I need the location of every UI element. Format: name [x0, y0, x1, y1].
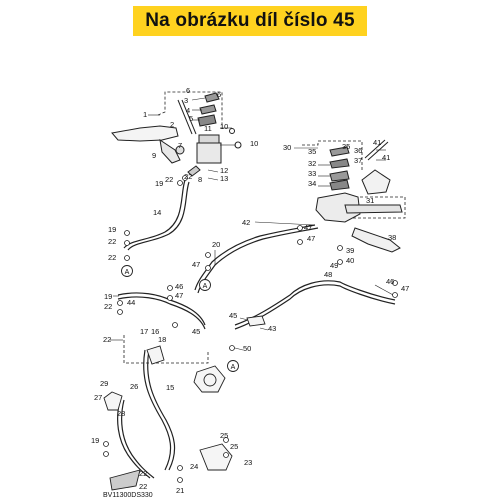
- callout-22: 22: [165, 175, 173, 184]
- callout-12: 12: [220, 166, 228, 175]
- callout-22d: 22: [108, 253, 116, 262]
- callout-22c: 22: [108, 237, 116, 246]
- brake-hoses: [117, 179, 396, 479]
- callout-3: 3: [184, 96, 188, 105]
- callout-6: 6: [186, 86, 190, 95]
- callout-24: 24: [190, 462, 198, 471]
- callout-1: 1: [143, 110, 147, 119]
- rear-master-cylinder: [315, 139, 403, 253]
- callout-31: 31: [366, 196, 374, 205]
- callout-33: 33: [308, 169, 316, 178]
- callout-23: 23: [244, 458, 252, 467]
- callout-50: 50: [243, 344, 251, 353]
- title-banner: Na obrázku díl číslo 45: [133, 6, 367, 36]
- callout-19d: 19: [91, 436, 99, 445]
- callout-48: 48: [324, 270, 332, 279]
- hardware: [103, 315, 266, 491]
- leader-lines: [110, 97, 396, 351]
- callout-39: 39: [346, 246, 354, 255]
- callout-46b: 46: [386, 277, 394, 286]
- callout-43: 43: [268, 324, 276, 333]
- callout-47b: 47: [192, 260, 200, 269]
- callout-15: 15: [166, 383, 174, 392]
- callout-6b: 6: [217, 90, 221, 99]
- callout-47d: 47: [401, 284, 409, 293]
- callout-25: 25: [220, 431, 228, 440]
- ref-circle-a-3: A: [227, 360, 239, 372]
- callout-5: 5: [189, 114, 193, 123]
- callout-9: 9: [152, 151, 156, 160]
- callout-34: 34: [308, 179, 316, 188]
- callout-25b: 25: [230, 442, 238, 451]
- callout-44: 44: [127, 298, 135, 307]
- callout-21: 21: [176, 486, 184, 495]
- callout-22e: 22: [104, 302, 112, 311]
- callout-35b: 35: [342, 142, 350, 151]
- callout-13: 13: [220, 174, 228, 183]
- group-box-rear-master: [302, 140, 406, 219]
- callout-37: 37: [354, 156, 362, 165]
- callout-18: 18: [158, 335, 166, 344]
- callout-32: 32: [308, 159, 316, 168]
- svg-text:A: A: [231, 364, 236, 371]
- callout-41: 41: [373, 138, 381, 147]
- callout-14: 14: [153, 208, 161, 217]
- callout-labels: 1 2 3 4 5 6 6 7 8 9 10 10 11 12 13 14 15…: [91, 86, 409, 495]
- callout-35: 35: [308, 147, 316, 156]
- group-box-front-master: [157, 91, 223, 128]
- callout-40: 40: [346, 256, 354, 265]
- callout-4: 4: [186, 106, 190, 115]
- callout-10: 10: [220, 122, 228, 131]
- title-text: Na obrázku díl číslo 45: [145, 10, 355, 31]
- callout-22g: 22: [139, 469, 147, 478]
- callout-22b: 22: [184, 172, 192, 181]
- callout-22f: 22: [103, 335, 111, 344]
- group-box-lower: [123, 335, 209, 364]
- callout-46: 46: [175, 282, 183, 291]
- callout-10b: 10: [250, 139, 258, 148]
- callout-8: 8: [198, 175, 202, 184]
- svg-text:A: A: [203, 283, 208, 290]
- callout-47c: 47: [175, 291, 183, 300]
- callout-45b: 45: [229, 311, 237, 320]
- callout-11: 11: [204, 124, 212, 133]
- svg-text:A: A: [125, 269, 130, 276]
- callout-19c: 19: [104, 292, 112, 301]
- callout-28: 28: [117, 409, 125, 418]
- callout-47: 47: [304, 223, 312, 232]
- callout-30: 30: [283, 143, 291, 152]
- callout-20: 20: [212, 240, 220, 249]
- callout-19b: 19: [108, 225, 116, 234]
- callout-38: 38: [388, 233, 396, 242]
- callout-7: 7: [178, 141, 182, 150]
- callout-29: 29: [100, 379, 108, 388]
- callout-22h: 22: [139, 482, 147, 491]
- callout-42: 42: [242, 218, 250, 227]
- callout-49: 49: [330, 261, 338, 270]
- callout-41b: 41: [382, 153, 390, 162]
- callout-36: 36: [354, 146, 362, 155]
- callout-47e: 47: [307, 234, 315, 243]
- callout-17: 17: [140, 327, 148, 336]
- diagram-code: BV11300DS330: [103, 492, 153, 499]
- bolts: [103, 175, 398, 483]
- ref-circle-a-2: A: [199, 279, 211, 291]
- callout-16: 16: [151, 327, 159, 336]
- callout-27: 27: [94, 393, 102, 402]
- callout-2: 2: [170, 120, 174, 129]
- ref-circle-a-1: A: [121, 265, 133, 277]
- callout-45: 45: [192, 327, 200, 336]
- front-master-cylinder: [111, 92, 242, 177]
- callout-19: 19: [155, 179, 163, 188]
- callout-26: 26: [130, 382, 138, 391]
